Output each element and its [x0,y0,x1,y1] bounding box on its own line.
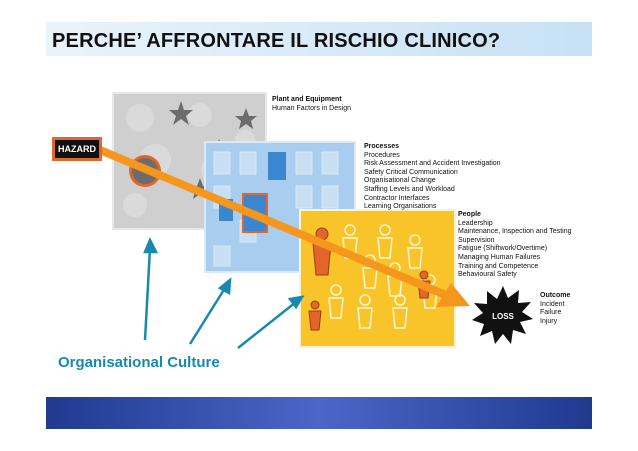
outcome-item: Failure [540,309,562,317]
star-shape [235,108,257,129]
processes-item: Organisational Change [364,177,436,185]
processes-item: Staffing Levels and Workload [364,185,455,193]
people-item: Leadership [458,219,493,227]
plant-heading: Plant and Equipment [272,96,342,103]
star-shape [169,101,193,125]
processes-item: Contractor Interfaces [364,194,430,202]
person-icon [308,300,322,331]
people-item: Training and Competence [458,262,539,270]
people-item: Maintenance, Inspection and Testing [458,228,572,236]
loss-label: LOSS [492,312,514,321]
people-labels: People Leadership Maintenance, Inspectio… [458,211,572,280]
plant-labels: Plant and Equipment Human Factors in Des… [272,96,351,113]
people-item: Behavioural Safety [458,271,517,279]
outcome-item: Injury [540,317,558,325]
people-item: Fatigue (Shiftwork/Overtime) [458,245,548,253]
processes-item: Safety Critical Communication [364,168,458,176]
outcome-item: Incident [540,300,565,308]
hazard-box: HAZARD [52,137,102,161]
people-panel [299,209,456,348]
plant-item: Human Factors in Design [272,104,351,112]
outcome-labels: Outcome Incident Failure Injury [540,292,570,326]
clipboard-shape [268,152,286,180]
processes-item: Learning Organisations [364,203,437,211]
processes-item: Risk Assessment and Accident Investigati… [364,160,501,168]
people-heading: People [458,211,481,218]
processes-item: Procedures [364,151,400,159]
people-item: Managing Human Failures [458,253,541,261]
culture-arrows [143,236,305,349]
organisational-culture-label: Organisational Culture [58,354,220,371]
loss-starburst [472,286,533,344]
title-bar [46,22,592,56]
processes-labels: Processes Procedures Risk Assessment and… [364,143,501,212]
page-title: PERCHE’ AFFRONTARE IL RISCHIO CLINICO? [52,30,501,52]
people-item: Supervision [458,236,495,244]
outcome-heading: Outcome [540,292,571,299]
processes-heading: Processes [364,143,400,150]
hazard-trajectory-arrow [98,146,470,307]
footer-bar [46,397,592,429]
person-icon [312,227,332,276]
